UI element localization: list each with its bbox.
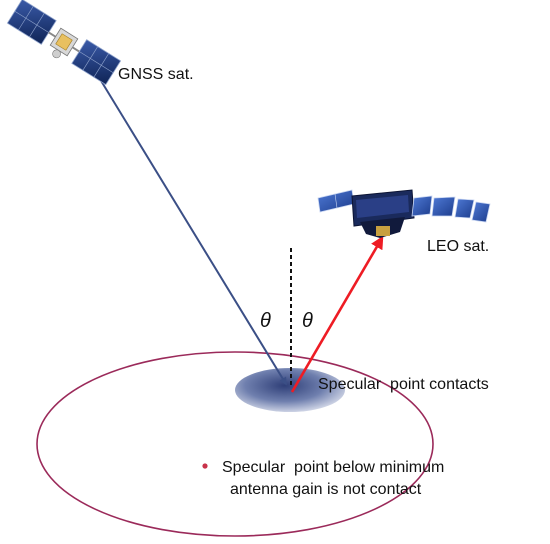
reflection-angle-label: θ <box>302 310 313 332</box>
coverage-ellipse <box>36 351 434 537</box>
gnss-satellite-icon <box>6 0 122 86</box>
specular-point-patch <box>235 368 345 412</box>
note-line-2: antenna gain is not contact <box>230 481 422 498</box>
incidence-angle-label: θ <box>260 310 271 332</box>
gnss-satellite-label: GNSS sat. <box>118 66 194 83</box>
reflected-ray <box>290 235 384 393</box>
specular-contacts-label: Specular point contacts <box>318 376 489 393</box>
incident-ray <box>91 65 287 386</box>
leo-satellite-label: LEO sat. <box>427 238 489 255</box>
leo-satellite-icon <box>317 189 491 238</box>
note-line-1: Specular point below minimum <box>222 459 444 476</box>
note-bullet <box>202 463 208 469</box>
